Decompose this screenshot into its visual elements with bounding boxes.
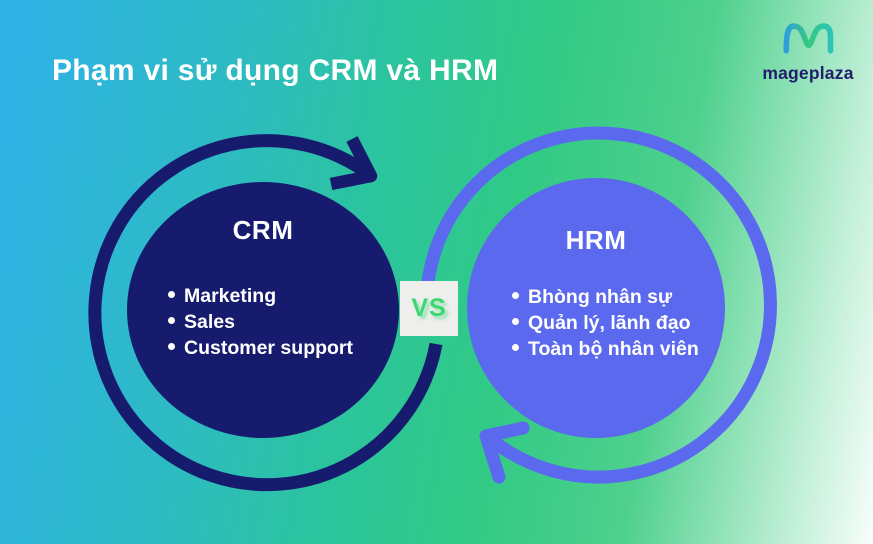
list-item: Sales [168,309,399,335]
list-item-label: Customer support [184,337,354,359]
bullet-icon [168,343,175,350]
list-item-label: Quản lý, lãnh đạo [528,312,691,334]
list-item-label: Bhòng nhân sự [528,286,673,308]
hrm-heading: HRM [565,225,627,255]
list-item: Toàn bộ nhân viên [512,336,725,362]
crm-list: Marketing Sales Customer support [127,283,399,361]
brand-logo: mageplaza [750,20,866,84]
vs-badge: VS [400,281,458,336]
page-title: Phạm vi sử dụng CRM và HRM [52,54,499,87]
hrm-arrowhead-icon [479,421,530,484]
list-item-label: Toàn bộ nhân viên [528,338,699,360]
crm-heading: CRM [232,215,294,245]
bullet-icon [512,318,519,325]
hrm-circle: HRM Bhòng nhân sự Quản lý, lãnh đạo Toàn… [467,178,725,438]
bullet-icon [168,317,175,324]
mageplaza-m-icon [783,23,834,54]
crm-circle: CRM Marketing Sales Customer support [127,182,399,438]
bullet-icon [512,292,519,299]
bullet-icon [512,344,519,351]
list-item: Bhòng nhân sự [512,284,725,310]
hrm-list: Bhòng nhân sự Quản lý, lãnh đạo Toàn bộ … [467,284,725,362]
list-item-label: Sales [184,311,235,333]
bullet-icon [168,291,175,298]
brand-name: mageplaza [762,63,854,83]
crm-arrowhead-icon [329,136,378,191]
list-item-label: Marketing [184,285,277,307]
list-item: Customer support [168,335,399,361]
list-item: Marketing [168,283,399,309]
list-item: Quản lý, lãnh đạo [512,310,725,336]
